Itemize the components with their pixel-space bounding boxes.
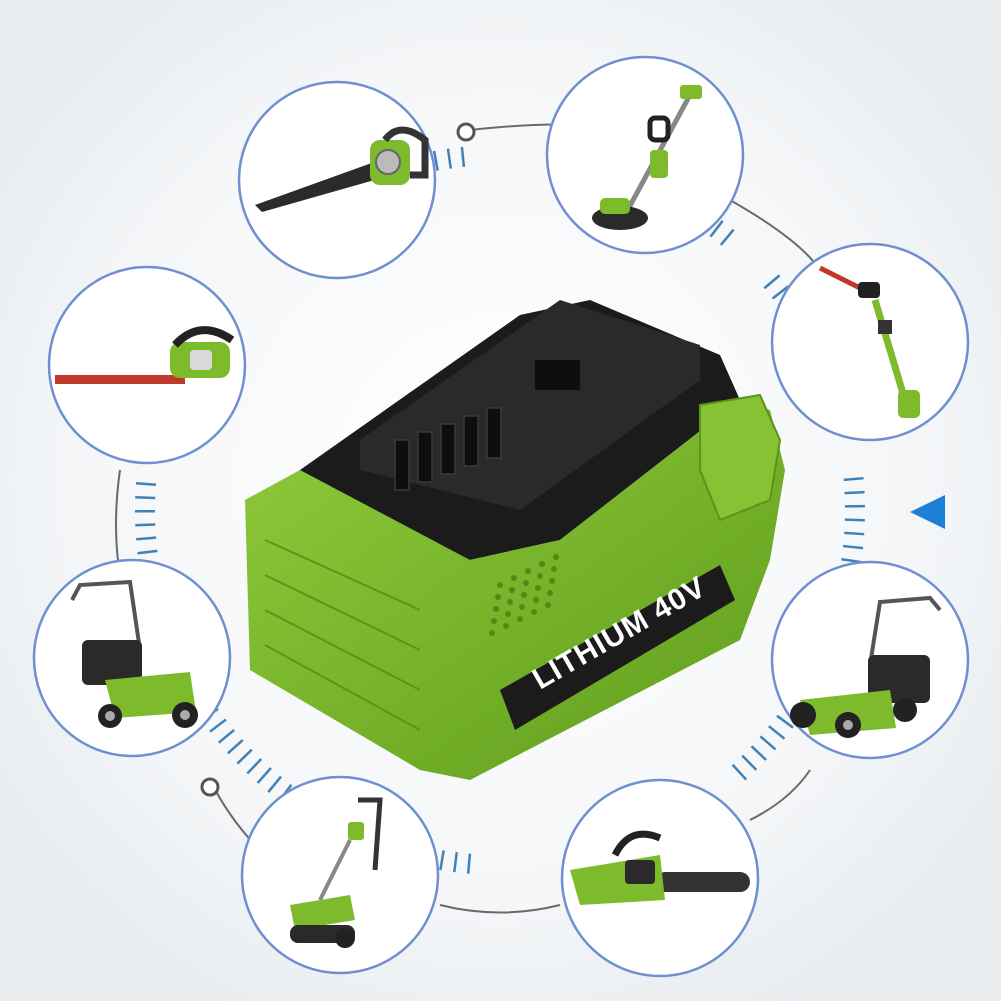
tool-circle-lawn-mower-left [32, 558, 232, 758]
ring-dash [741, 754, 758, 771]
tool-circle-lawn-mower-right [770, 560, 970, 760]
ring-dash [842, 544, 864, 550]
tool-circle-hedge-trimmer [47, 265, 247, 465]
ring-dash [466, 853, 472, 874]
orbit-node [200, 777, 220, 797]
dotted-grip [489, 554, 559, 636]
grip-dot [525, 568, 531, 574]
grip-dot [517, 616, 523, 622]
tool-circle-leaf-blower [237, 80, 437, 280]
tool-circle-tiller [240, 775, 440, 975]
grip-dot [531, 609, 537, 615]
ring-dash [844, 518, 865, 522]
ring-dash [843, 476, 864, 482]
grip-dot [547, 590, 553, 596]
hedge-trimmer-icon [55, 326, 235, 384]
chainsaw-icon [570, 830, 750, 905]
tool-circle-string-trimmer [545, 55, 745, 255]
grip-dot [503, 623, 509, 629]
release-button [535, 360, 580, 390]
battery-label-plate [500, 565, 735, 730]
orbit-node [456, 122, 476, 142]
ring-dash [267, 775, 282, 793]
ring-dash [453, 852, 459, 873]
ring-dash [763, 274, 781, 290]
grip-dot [519, 604, 525, 610]
leaf-blower-icon [255, 126, 429, 212]
grip-dot [521, 592, 527, 598]
grip-dot [511, 575, 517, 581]
lawn-mower-left-icon [70, 579, 198, 728]
ring-dash [227, 739, 244, 755]
ring-dash [136, 536, 157, 541]
ring-dash [256, 767, 272, 784]
grip-dot [505, 611, 511, 617]
ring-dash [844, 531, 865, 536]
pole-hedge-trimmer-icon [818, 265, 920, 418]
ring-dash [439, 850, 445, 871]
ring-dash [750, 745, 767, 761]
grip-dot [507, 599, 513, 605]
ring-dash [776, 714, 794, 729]
ring-dash [771, 285, 790, 300]
grip-dot [489, 630, 495, 636]
grip-dot [539, 561, 545, 567]
ring-dash [446, 148, 453, 169]
grip-dot [535, 585, 541, 591]
battery-pack: LITHIUM 40V [245, 300, 785, 780]
tool-circle-pole-hedge-trimmer [770, 242, 970, 442]
ring-dash [135, 523, 156, 527]
grip-ridges [264, 539, 421, 731]
grip-dot [497, 582, 503, 588]
ring-dash [719, 228, 735, 246]
grip-dot [545, 602, 551, 608]
ring-dash [460, 146, 466, 168]
ring-dash [768, 725, 786, 740]
grip-dot [493, 606, 499, 612]
ring-dash [759, 735, 777, 751]
ring-dash [135, 482, 157, 486]
ring-dash [137, 549, 158, 555]
grip-dot [495, 594, 501, 600]
string-trimmer-icon [592, 85, 702, 230]
ring-dash [209, 718, 227, 733]
grip-dot [551, 566, 557, 572]
ring-dash [709, 220, 724, 238]
grip-dot [523, 580, 529, 586]
ring-dash [844, 490, 865, 495]
grip-dot [509, 587, 515, 593]
ring-dash [236, 748, 253, 765]
ring-dash [432, 150, 439, 171]
arrow-marker-icon [910, 495, 945, 529]
tool-circle-chainsaw [560, 778, 760, 978]
ring-dash [246, 758, 263, 775]
ring-dash [135, 496, 156, 500]
grip-dot [491, 618, 497, 624]
side-latch [699, 393, 782, 522]
grip-dot [537, 573, 543, 579]
grip-dot [533, 597, 539, 603]
grip-dot [553, 554, 559, 560]
battery-terminals [394, 407, 502, 491]
ring-dash [217, 728, 235, 744]
ring-dash [731, 763, 748, 781]
lawn-mower-right-icon [790, 595, 942, 738]
tiller-icon [290, 797, 383, 948]
grip-dot [549, 578, 555, 584]
